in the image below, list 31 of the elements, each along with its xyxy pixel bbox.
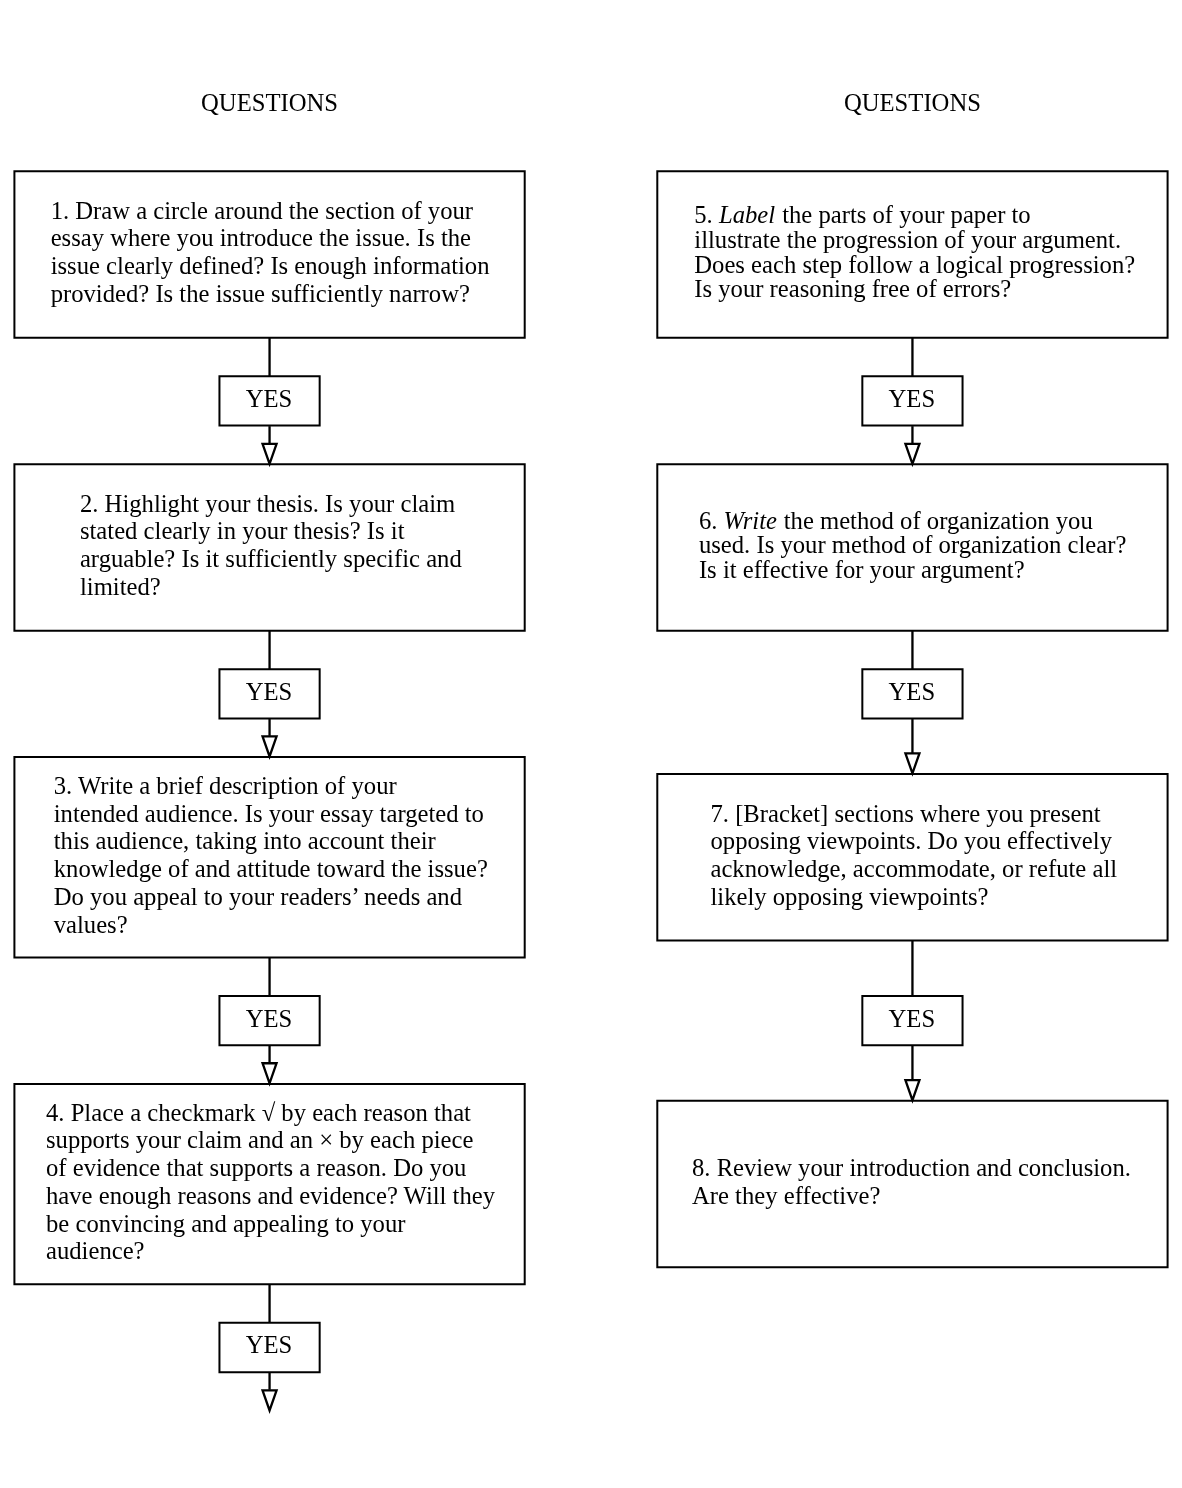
node-box: 4. Place a checkmark √ by each reason that supports your claim and an × by each piece of evidence that supports a reason. Do you have enough reasons and evidence? Will they be convincing and appealing to your audience? <box>13 1082 526 1285</box>
connector <box>911 940 914 995</box>
node-box: YES <box>861 667 964 719</box>
label: QUESTIONS <box>201 88 339 116</box>
node-box: 6. Write the method of organization you used. Is your method of organization clear? Is it effective for your argument? <box>656 462 1169 632</box>
arrow <box>903 425 922 467</box>
node-box: YES <box>218 994 321 1046</box>
connector <box>268 957 271 996</box>
node-box: 5. Label the parts of your paper to illustrate the progression of your argument. Does each step follow a logical progression? Is your reasoning free of errors? <box>656 169 1169 339</box>
node-box: 3. Write a brief description of your intended audience. Is your essay targeted to this audience, taking into account their knowledge of and attitude toward the issue? Do you appeal to your readers’ needs and values? <box>13 755 526 958</box>
node-box: 1. Draw a circle around the section of your essay where you introduce the issue. Is the issue clearly defined? Is enough information provided? Is the issue sufficiently narrow? <box>13 169 526 339</box>
node-box: YES <box>218 374 321 427</box>
node-box: 2. Highlight your thesis. Is your claim stated clearly in your thesis? Is it arguable? Is it sufficiently specific and limited? <box>13 462 526 632</box>
arrow <box>903 718 922 777</box>
arrow <box>260 718 279 760</box>
node-box: YES <box>861 374 964 427</box>
arrow <box>903 1045 922 1104</box>
connector <box>911 337 914 376</box>
connector <box>268 1283 271 1323</box>
connector <box>911 630 914 669</box>
label: QUESTIONS <box>843 88 981 116</box>
connector <box>268 630 271 669</box>
node-box: YES <box>861 994 964 1046</box>
arrow <box>260 425 279 467</box>
connector <box>268 337 271 376</box>
arrow <box>260 1045 279 1087</box>
node-box: 8. Review your introduction and conclusion. Are they effective? <box>656 1099 1169 1268</box>
node-box: YES <box>218 1321 321 1373</box>
node-box: 7. [Bracket] sections where you present opposing viewpoints. Do you effectively acknowledge, accommodate, or refute all likely opposing viewpoints? <box>656 772 1169 941</box>
arrow <box>260 1372 279 1414</box>
node-box: YES <box>218 667 321 719</box>
